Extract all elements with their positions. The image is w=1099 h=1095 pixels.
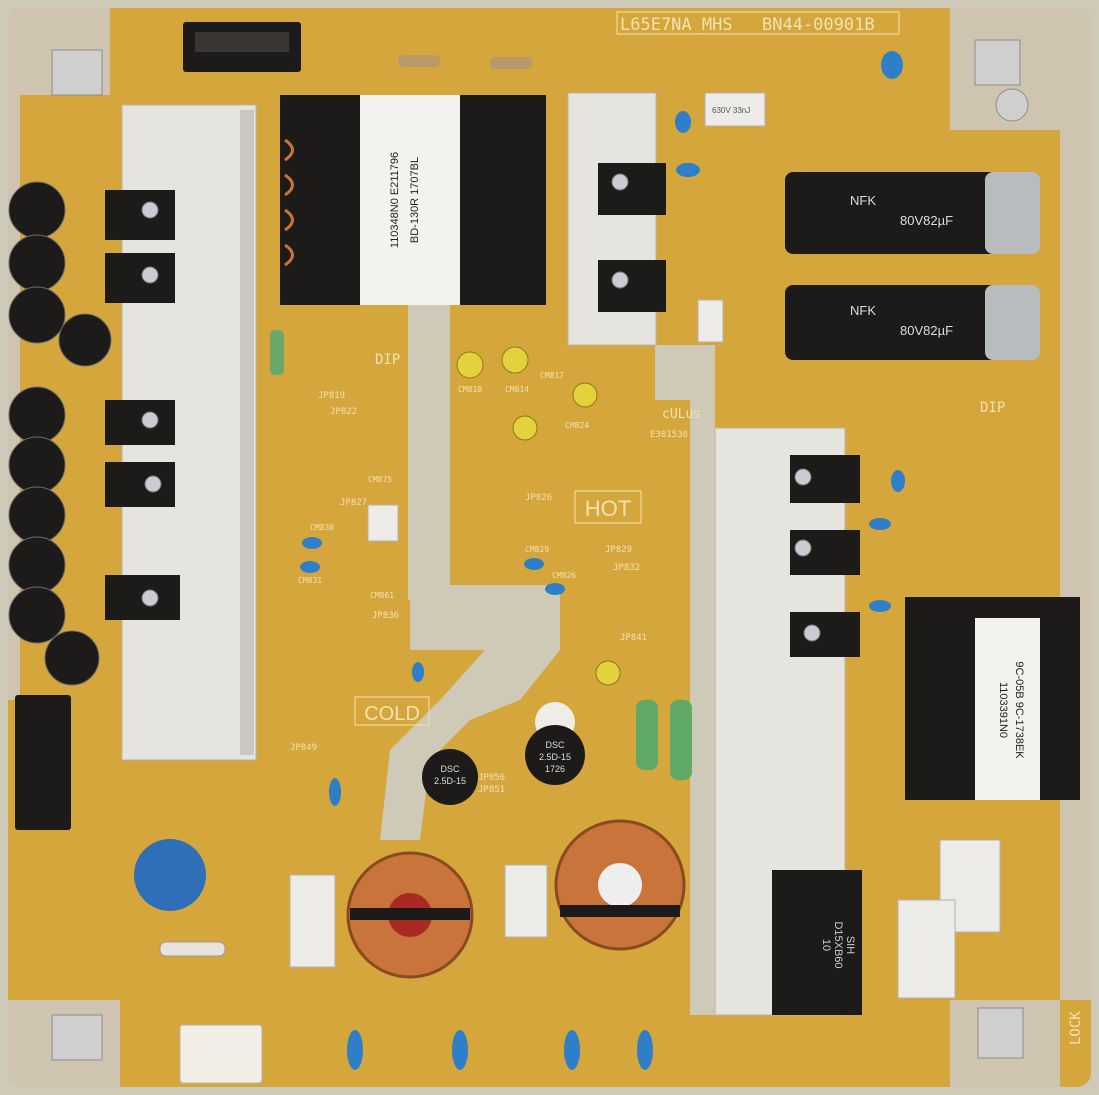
board-part-number: BN44-00901B xyxy=(762,15,875,35)
jp-label: JP849 xyxy=(290,743,317,753)
jp-label: JP832 xyxy=(613,563,640,573)
transistor-screws xyxy=(141,173,821,642)
bridge-rectifier xyxy=(772,870,862,1015)
thermistor-1: DSC 2.5D-15 xyxy=(422,749,478,805)
ul-mark: cULus xyxy=(662,407,701,422)
thermistor-2-brand: DSC xyxy=(545,740,565,750)
isolation-gap-right xyxy=(655,345,715,1015)
varistor xyxy=(134,839,206,911)
cm-label: CM817 xyxy=(540,371,564,380)
cm-label: CM818 xyxy=(458,385,482,394)
cm-label: CM875 xyxy=(368,475,392,484)
jp-labels: JP819 JP822 JP827 JP826 JP829 JP832 JP83… xyxy=(290,391,647,795)
cold-zone-label: COLD xyxy=(364,703,420,725)
bulk-capacitor-1: NFK 80V82µF xyxy=(785,172,1040,254)
ceramic-capacitors xyxy=(300,51,905,1070)
jp-label: JP826 xyxy=(525,493,552,503)
cm-label: CM861 xyxy=(370,591,394,600)
transformer-right-label xyxy=(975,618,1040,800)
small-electrolytics xyxy=(456,346,621,686)
mounting-pads xyxy=(51,39,1029,1061)
transformer-right-label-line1: 1103391N0 xyxy=(997,682,1009,738)
jp-label: JP819 xyxy=(318,391,345,401)
isolation-frame xyxy=(8,8,1091,1087)
jp-label: JP851 xyxy=(478,785,505,795)
jp-label: JP827 xyxy=(340,498,367,508)
lock-label: LOCK xyxy=(1068,1011,1084,1045)
thermistor-2-date: 1726 xyxy=(545,764,565,774)
jp-label: JP841 xyxy=(620,633,647,643)
fuse xyxy=(159,941,226,957)
isolation-gap xyxy=(380,300,560,840)
transformer-main-label-line2: BD-130R 1707BL xyxy=(409,157,421,243)
cm-label: CM814 xyxy=(505,385,529,394)
ul-number: E301536 xyxy=(650,430,688,440)
thermistor-1-brand: DSC xyxy=(440,764,460,774)
cm-label: CM824 xyxy=(565,421,589,430)
jp-label: JP829 xyxy=(605,545,632,555)
toroid-choke-1 xyxy=(346,851,474,979)
bridge-brand: SIH xyxy=(844,936,856,954)
bridge-suffix: 10 xyxy=(820,939,832,951)
resistors xyxy=(270,55,692,780)
cm-label: CM829 xyxy=(525,545,549,554)
electrolytic-capacitors-left xyxy=(8,181,112,686)
bulk-cap-1-brand: NFK xyxy=(850,193,876,208)
cm-label: CM831 xyxy=(298,576,322,585)
transformer-main-label xyxy=(360,95,460,305)
transformer-windings xyxy=(284,138,294,267)
film-cap-label: 630V 33nJ xyxy=(712,106,750,115)
dip-label-left: DIP xyxy=(375,352,400,368)
bulk-cap-2-brand: NFK xyxy=(850,303,876,318)
bulk-cap-1-rating: 80V82µF xyxy=(900,213,953,228)
hot-zone-label: HOT xyxy=(585,496,631,521)
bridge-label: D15XB60 xyxy=(832,921,844,968)
film-capacitors xyxy=(289,92,1001,999)
jp-label: JP822 xyxy=(330,407,357,417)
connector-ac-input xyxy=(179,1024,263,1084)
dip-label-right: DIP xyxy=(980,400,1005,416)
transformer-right-label-line2: 9C-05B 9C-1738EK xyxy=(1013,661,1025,759)
connector-left xyxy=(15,695,71,830)
model-label-frame xyxy=(616,11,900,35)
cold-label-frame xyxy=(354,696,430,726)
cm-labels: CM818 CM814 CM817 CM824 CM829 CM826 CM83… xyxy=(298,371,589,600)
bulk-capacitor-2: NFK 80V82µF xyxy=(785,285,1040,360)
board-model: L65E7NA_MHS xyxy=(620,15,733,35)
thermistor-1-rating: 2.5D-15 xyxy=(434,776,466,786)
cm-label: CM826 xyxy=(552,571,576,580)
jp-label: JP850 xyxy=(478,773,505,783)
power-transistors xyxy=(105,163,860,657)
cm-label: CM830 xyxy=(310,523,334,532)
toroid-choke-2 xyxy=(554,819,686,951)
heatsink-left-fin xyxy=(240,110,254,755)
thermistor-2-rating: 2.5D-15 xyxy=(539,752,571,762)
connector-top-socket xyxy=(195,32,289,52)
bulk-cap-2-rating: 80V82µF xyxy=(900,323,953,338)
thermistor-2: DSC 2.5D-15 1726 xyxy=(525,702,585,785)
hot-label-frame xyxy=(574,490,642,524)
transformer-main-label-line1: 110348N0 E211796 xyxy=(389,152,401,248)
jp-label: JP836 xyxy=(372,611,399,621)
